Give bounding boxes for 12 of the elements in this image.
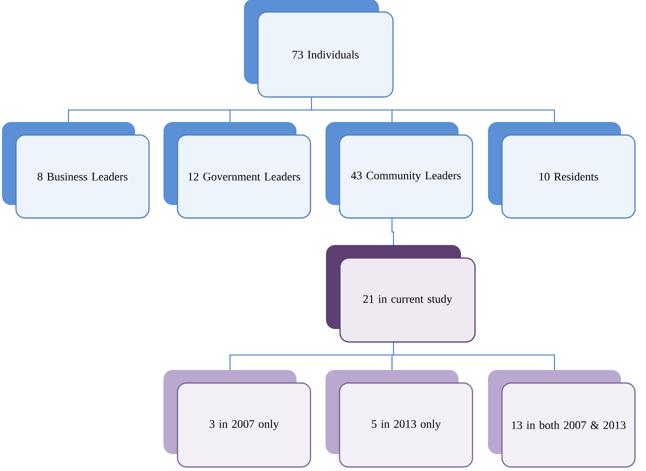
stacked-box: 10 Residents — [488, 122, 636, 219]
stacked-box: 8 Business Leaders — [2, 122, 150, 219]
stacked-box: 21 in current study — [326, 245, 476, 343]
stacked-box: 3 in 2007 only — [164, 370, 312, 468]
stacked-box: 5 in 2013 only — [326, 370, 474, 468]
connector-line — [393, 342, 555, 370]
stacked-box: 73 Individuals — [244, 0, 394, 98]
connector-line — [392, 218, 394, 246]
stacked-box: 43 Community Leaders — [326, 122, 474, 219]
stacked-box: 13 in both 2007 & 2013 — [488, 370, 636, 468]
stacked-box: 12 Government Leaders — [164, 122, 312, 219]
connector-line — [311, 97, 555, 122]
